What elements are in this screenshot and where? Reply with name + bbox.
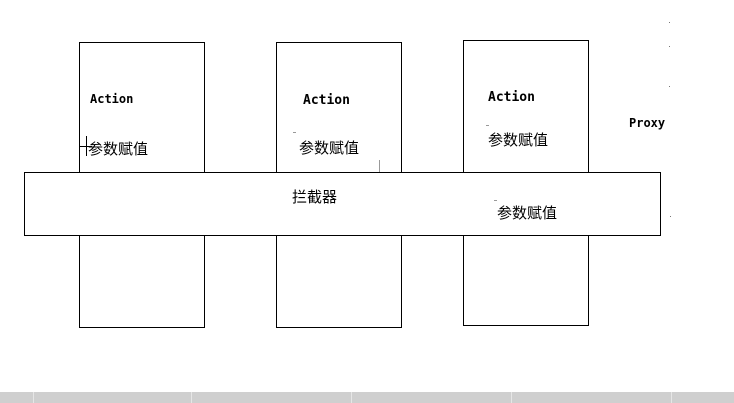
bottom-bar-divider	[351, 392, 352, 403]
stray-dot-4	[670, 216, 671, 217]
stray-dot-1	[669, 22, 670, 23]
stray-dot-2	[669, 46, 670, 47]
action-label-2: Action	[303, 93, 350, 108]
bottom-bar-divider	[671, 392, 672, 403]
stray-dot-3	[669, 86, 670, 87]
interceptor-band	[24, 172, 661, 236]
cursor-mark-h	[80, 146, 92, 147]
bottom-bar-divider	[511, 392, 512, 403]
stray-dot-8	[494, 200, 497, 201]
interceptor-label: 拦截器	[292, 188, 338, 206]
action-label-3: Action	[488, 90, 535, 105]
proxy-label: Proxy	[629, 116, 666, 130]
interceptor-param-label: 参数赋值	[497, 204, 558, 222]
action-label-1: Action	[90, 92, 134, 106]
stray-dot-6	[293, 132, 296, 133]
stray-dot-5	[379, 160, 380, 172]
bottom-scrollbar[interactable]	[0, 392, 734, 403]
bottom-bar-divider	[33, 392, 34, 403]
param-label-3: 参数赋值	[488, 131, 549, 149]
bottom-bar-divider	[191, 392, 192, 403]
param-label-1: 参数赋值	[88, 140, 149, 158]
param-label-2: 参数赋值	[299, 139, 360, 157]
stray-dot-7	[486, 125, 489, 126]
